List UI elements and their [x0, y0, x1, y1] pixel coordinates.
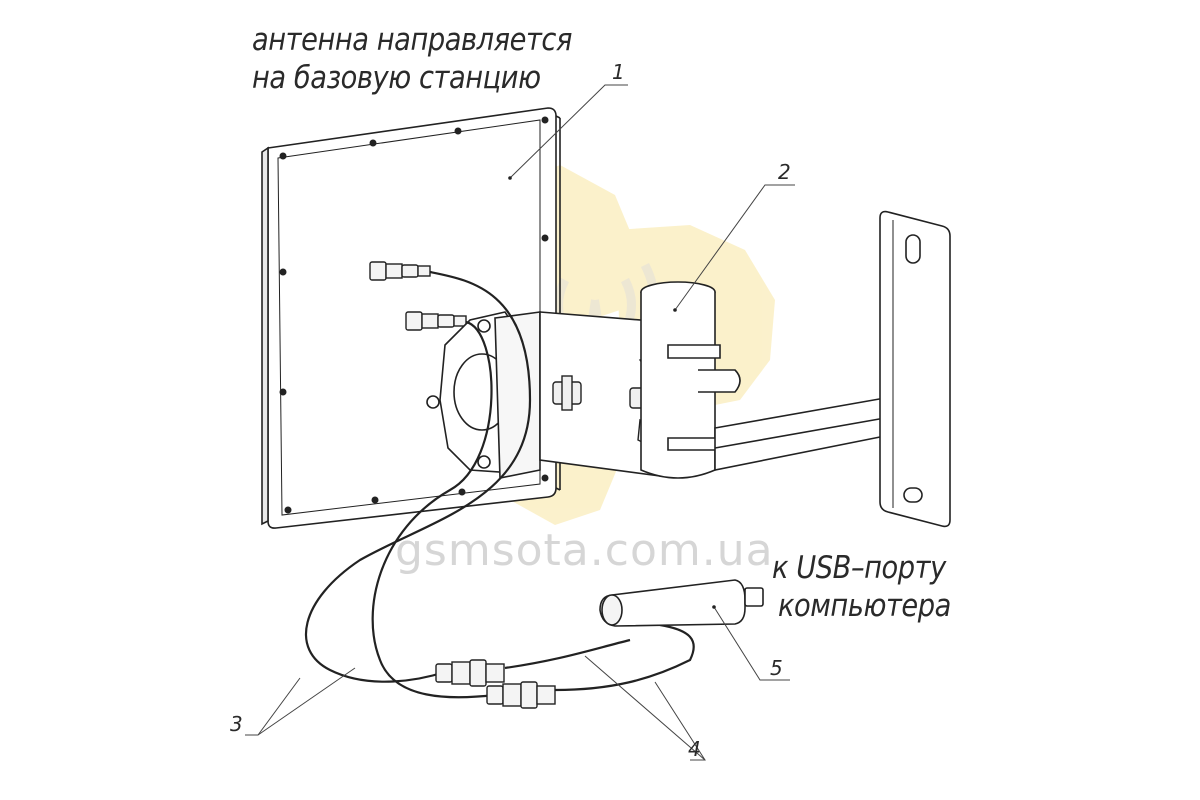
caption-antenna-line-2: на базовую станцию — [252, 60, 541, 96]
caption-antenna-line-1: антенна направляется — [252, 22, 572, 58]
leader-lines — [245, 84, 795, 761]
panel-connectors — [369, 261, 467, 331]
callout-5: 5 — [770, 656, 783, 680]
watermark-text: gsmsota.com.ua — [395, 525, 774, 576]
callout-4: 4 — [688, 737, 701, 761]
callout-3: 3 — [230, 712, 243, 736]
caption-usb-line-1: к USB–порту — [772, 550, 946, 586]
callout-1: 1 — [612, 60, 625, 84]
wall-plate — [879, 210, 951, 528]
inline-connectors — [435, 659, 556, 709]
leader-dots — [508, 176, 716, 609]
usb-modem — [599, 579, 764, 627]
callout-2: 2 — [778, 160, 791, 184]
caption-usb-line-2: компьютера — [778, 588, 951, 624]
cables — [304, 270, 695, 699]
mast-pipe — [640, 281, 741, 479]
panel-screws — [279, 116, 549, 514]
